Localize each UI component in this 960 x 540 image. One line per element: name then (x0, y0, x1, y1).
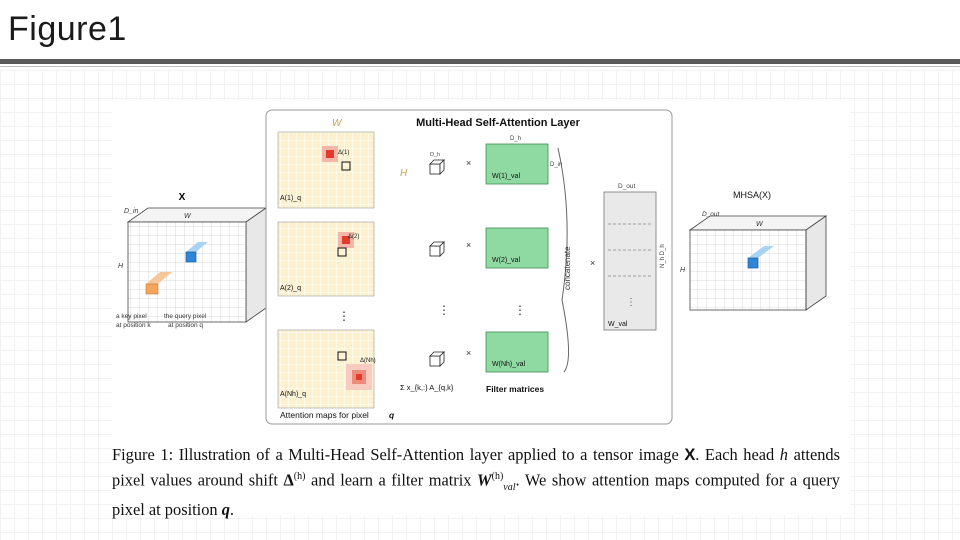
value-vector-nh (429, 351, 445, 367)
wval-stacked-label: W_val (608, 321, 628, 328)
key-pixel-column (146, 272, 172, 284)
slide-title: Figure1 (8, 10, 127, 48)
title-divider (0, 59, 960, 64)
filters-ellipsis: ⋮ (514, 303, 526, 317)
filter-din-label: D_in (550, 162, 562, 168)
filter-dh-label: D_h (510, 136, 521, 142)
nhdh-label: N_h D_h (660, 244, 666, 268)
caption-delta: Δ (283, 470, 294, 490)
attention-map-1: Δ(1) A(1)_q W H (277, 118, 408, 209)
output-h-label: H (680, 267, 686, 274)
filter-matrix-2: W(2)_val (485, 227, 549, 269)
output-tensor: MHSA(X) D_out W H (680, 190, 828, 311)
filter-matrix-nh: W(Nh)_val (485, 331, 549, 373)
attn-map-2-label: A(2)_q (280, 285, 301, 292)
filter-matrices-label: Filter matrices (486, 384, 544, 394)
attention-map-2: Δ(2) A(2)_q (277, 221, 375, 297)
weighted-sum-formula: Σ x_{k,:} A_{q,k} (400, 383, 454, 392)
concatenate-brace (557, 147, 570, 373)
attn-map-1-label: A(1)_q (280, 195, 301, 202)
map-h-label: H (400, 168, 408, 179)
caption-part-4: and learn a filter matrix (305, 470, 478, 490)
stacked-wval: ⋮ D_out W_val N_h D_h (603, 183, 666, 331)
delta-2-label: Δ(2) (348, 234, 359, 240)
wval-2-label: W(2)_val (492, 257, 520, 264)
caption-delta-sup: (h) (293, 471, 306, 482)
output-w-label: W (756, 221, 764, 228)
wval-1-label: W(1)_val (492, 173, 520, 180)
output-dout-label: D_out (702, 211, 721, 218)
caption-part-3: attends pixel values around shift (112, 445, 841, 490)
query-pixel-label-2: at position q (168, 322, 203, 329)
attn-maps-caption: Attention maps for pixel (280, 410, 369, 420)
input-label: X (179, 192, 186, 203)
delta-nh-label: Δ(Nh) (360, 358, 376, 364)
input-h-label: H (118, 263, 124, 270)
dout-label: D_out (618, 183, 636, 190)
caption-part-5: . We show attention maps computed for a … (112, 470, 840, 519)
caption-part-2: . Each head (695, 445, 780, 464)
layer-title: Multi-Head Self-Attention Layer (416, 117, 581, 129)
caption-part-1: Figure 1: Illustration of a Multi-Head S… (112, 445, 685, 464)
input-w-label: W (184, 213, 192, 220)
key-pixel-label-1: a key pixel (116, 313, 147, 320)
output-query-pixel (747, 257, 759, 269)
vectors-ellipsis: ⋮ (438, 303, 450, 317)
wval-nh-label: W(Nh)_val (492, 361, 526, 368)
cube-dh-label: D_h (430, 152, 440, 158)
times-2: × (466, 240, 471, 250)
delta-1-label: Δ(1) (338, 150, 349, 156)
maps-ellipsis: ⋮ (338, 309, 350, 323)
stack-ellipsis: ⋮ (626, 297, 636, 308)
value-vector-2 (429, 241, 445, 257)
query-pixel-label-1: the query pixel (164, 313, 207, 320)
key-pixel-label-2: at position k (116, 322, 151, 329)
attn-map-nh-label: A(Nh)_q (280, 391, 306, 398)
mhsa-diagram: X D_in W H a key pixel at position k the… (116, 109, 828, 425)
input-din-label: D_in (124, 208, 139, 215)
times-1: × (466, 158, 471, 168)
figure-panel: X D_in W H a key pixel at position k the… (112, 100, 850, 515)
times-concat: × (590, 258, 595, 268)
caption-q: q (221, 499, 230, 519)
value-vector-1: D_h (429, 152, 445, 175)
caption-h: h (779, 445, 788, 464)
title-divider-thin (0, 66, 960, 67)
concatenate-label: concatenate (563, 246, 572, 290)
caption-w-sup: (h) (491, 471, 504, 482)
caption-x: X (684, 446, 696, 464)
figure-caption: Figure 1: Illustration of a Multi-Head S… (112, 444, 840, 521)
map-w-label: W (332, 118, 343, 129)
input-tensor: X D_in W H a key pixel at position k the… (116, 192, 268, 329)
attn-maps-var: q (389, 410, 395, 420)
caption-w-sub: val (503, 481, 516, 493)
times-nh: × (466, 348, 471, 358)
caption-w: W (477, 470, 492, 490)
attention-map-nh: Δ(Nh) A(Nh)_q (277, 329, 376, 409)
query-pixel (185, 251, 197, 263)
filter-matrix-1: W(1)_val D_h D_in (485, 136, 562, 185)
caption-part-6: . (229, 499, 235, 519)
output-label: MHSA(X) (733, 190, 771, 200)
